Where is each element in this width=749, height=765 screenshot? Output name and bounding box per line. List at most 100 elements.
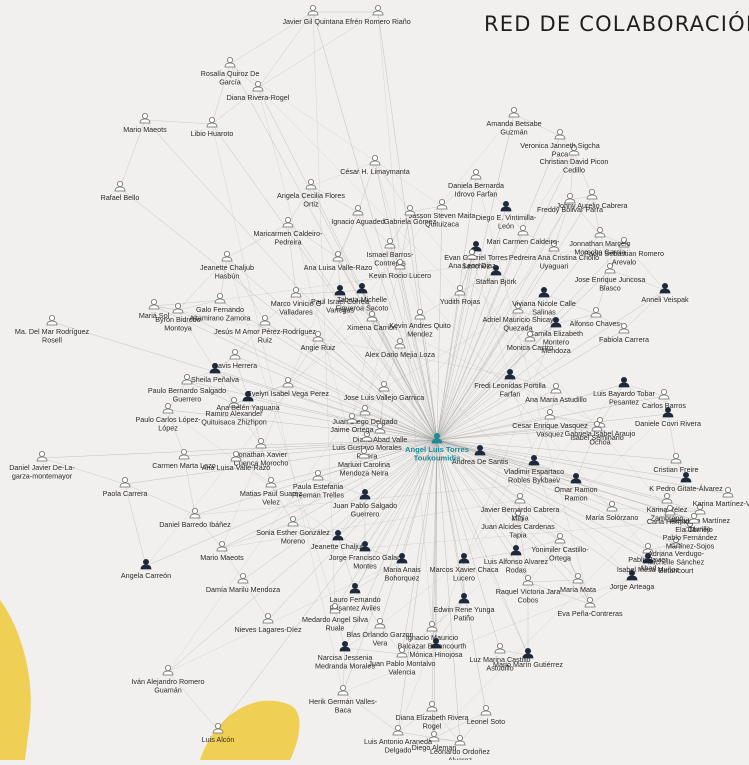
collaborator-node[interactable]: [356, 282, 368, 294]
collaborator-node[interactable]: [224, 57, 236, 68]
collaborator-node[interactable]: [414, 308, 426, 320]
collaborator-node[interactable]: [618, 376, 630, 388]
collaborator-node[interactable]: [206, 117, 218, 128]
collaborator-node[interactable]: [584, 597, 596, 608]
collaborator-node[interactable]: [564, 192, 576, 204]
collaborator-node[interactable]: [514, 492, 526, 504]
collaborator-node[interactable]: [189, 507, 201, 519]
collaborator-node[interactable]: [426, 701, 438, 712]
collaborator-node[interactable]: [372, 5, 384, 16]
collaborator-node[interactable]: [352, 204, 364, 216]
collaborator-node[interactable]: [312, 469, 324, 481]
collaborator-node[interactable]: [307, 5, 319, 16]
collaborator-node[interactable]: [114, 180, 126, 192]
collaborator-node[interactable]: [181, 373, 193, 385]
collaborator-node[interactable]: [361, 430, 373, 442]
collaborator-node[interactable]: [332, 250, 344, 262]
collaborator-node[interactable]: [378, 380, 390, 392]
collaborator-node[interactable]: [374, 422, 386, 434]
collaborator-node[interactable]: [458, 593, 470, 604]
collaborator-node[interactable]: [139, 113, 151, 124]
collaborator-node[interactable]: [392, 725, 404, 736]
collaborator-node[interactable]: [216, 541, 228, 552]
collaborator-node[interactable]: [570, 472, 582, 484]
collaborator-node[interactable]: [722, 486, 734, 498]
collaborator-node[interactable]: [229, 348, 241, 360]
collaborator-node[interactable]: [346, 412, 358, 424]
collaborator-node[interactable]: [282, 216, 294, 228]
collaborator-node[interactable]: [490, 264, 502, 276]
collaborator-node[interactable]: [694, 503, 706, 515]
collaborator-node[interactable]: [528, 454, 540, 466]
collaborator-node[interactable]: [228, 396, 240, 408]
collaborator-node[interactable]: [384, 237, 396, 249]
collaborator-node[interactable]: [337, 685, 349, 696]
collaborator-node[interactable]: [252, 81, 264, 92]
collaborator-node[interactable]: [670, 537, 682, 548]
collaborator-node[interactable]: [500, 200, 512, 212]
collaborator-node[interactable]: [688, 513, 700, 524]
collaborator-node[interactable]: [394, 258, 406, 270]
center-author-node[interactable]: [431, 432, 443, 444]
collaborator-node[interactable]: [642, 553, 654, 564]
collaborator-node[interactable]: [517, 224, 529, 236]
collaborator-node[interactable]: [659, 282, 671, 294]
collaborator-node[interactable]: [329, 603, 341, 614]
collaborator-node[interactable]: [430, 638, 442, 649]
collaborator-node[interactable]: [140, 559, 152, 570]
collaborator-node[interactable]: [670, 452, 682, 464]
collaborator-node[interactable]: [334, 284, 346, 296]
collaborator-node[interactable]: [396, 647, 408, 658]
collaborator-node[interactable]: [550, 382, 562, 394]
collaborator-node[interactable]: [312, 330, 324, 342]
collaborator-node[interactable]: [568, 144, 580, 156]
collaborator-node[interactable]: [504, 368, 516, 380]
collaborator-node[interactable]: [591, 420, 603, 432]
collaborator-node[interactable]: [606, 500, 618, 512]
collaborator-node[interactable]: [366, 310, 378, 322]
collaborator-node[interactable]: [512, 302, 524, 314]
collaborator-node[interactable]: [642, 543, 654, 554]
collaborator-node[interactable]: [470, 168, 482, 180]
collaborator-node[interactable]: [428, 731, 440, 742]
collaborator-node[interactable]: [454, 735, 466, 746]
collaborator-node[interactable]: [522, 575, 534, 586]
collaborator-node[interactable]: [510, 545, 522, 556]
collaborator-node[interactable]: [572, 573, 584, 584]
collaborator-node[interactable]: [290, 286, 302, 298]
collaborator-node[interactable]: [626, 570, 638, 581]
collaborator-node[interactable]: [339, 641, 351, 652]
collaborator-node[interactable]: [162, 402, 174, 414]
collaborator-node[interactable]: [680, 471, 692, 483]
collaborator-node[interactable]: [359, 488, 371, 500]
collaborator-node[interactable]: [162, 665, 174, 676]
collaborator-node[interactable]: [512, 509, 524, 521]
collaborator-node[interactable]: [548, 240, 560, 252]
collaborator-node[interactable]: [230, 450, 242, 462]
collaborator-node[interactable]: [522, 648, 534, 659]
collaborator-node[interactable]: [287, 516, 299, 527]
collaborator-node[interactable]: [259, 314, 271, 326]
collaborator-node[interactable]: [374, 618, 386, 629]
collaborator-node[interactable]: [618, 322, 630, 334]
collaborator-node[interactable]: [178, 448, 190, 460]
collaborator-node[interactable]: [305, 178, 317, 190]
collaborator-node[interactable]: [404, 204, 416, 216]
collaborator-node[interactable]: [480, 705, 492, 716]
collaborator-node[interactable]: [369, 154, 381, 166]
collaborator-node[interactable]: [618, 236, 630, 248]
collaborator-node[interactable]: [426, 621, 438, 632]
collaborator-node[interactable]: [508, 107, 520, 118]
collaborator-node[interactable]: [590, 306, 602, 318]
collaborator-node[interactable]: [524, 330, 536, 342]
collaborator-node[interactable]: [358, 447, 370, 459]
collaborator-node[interactable]: [359, 404, 371, 416]
collaborator-node[interactable]: [661, 492, 673, 504]
collaborator-node[interactable]: [282, 376, 294, 388]
collaborator-node[interactable]: [255, 437, 267, 449]
collaborator-node[interactable]: [494, 643, 506, 654]
collaborator-node[interactable]: [221, 250, 233, 262]
collaborator-node[interactable]: [454, 284, 466, 296]
collaborator-node[interactable]: [119, 476, 131, 488]
collaborator-node[interactable]: [554, 128, 566, 140]
